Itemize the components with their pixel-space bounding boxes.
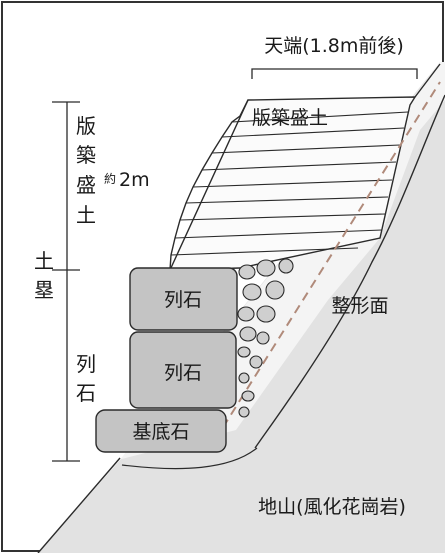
dashed-interface-line [214, 81, 441, 441]
stone-row-char-2: 石 [76, 381, 96, 405]
crest-width-label: 天端(1.8m前後) [264, 35, 404, 57]
earthwork-char-1: 土 [34, 249, 54, 273]
rammed-earth-char-3: 盛 [76, 173, 96, 197]
base-stone-label: 基底石 [132, 421, 189, 443]
height-approx-value: 2m [119, 169, 150, 191]
lower-stone-label: 列石 [164, 362, 202, 384]
earthwork-char-2: 塁 [34, 278, 54, 302]
rammed-earth-char-2: 築 [76, 143, 96, 167]
base-stone [95, 409, 227, 453]
stone-row-vertical-label: 列 石 [76, 352, 96, 405]
earthwork-vertical-label: 土 塁 [34, 249, 54, 302]
crest-width-bracket [251, 68, 418, 79]
rammed-earth-front-face [169, 99, 249, 271]
lower-row-stone [129, 331, 237, 409]
shaped-surface-label: 整形面 [331, 295, 388, 317]
rammed-earth-vertical-label: 版 築 盛 土 [76, 114, 96, 227]
rammed-earth-layers [170, 111, 409, 256]
rammed-earth-horizontal-label: 版築盛土 [252, 107, 328, 129]
bedrock-surface-line [37, 457, 121, 553]
upper-row-stone [129, 267, 238, 331]
rammed-earth-char-4: 土 [76, 203, 96, 227]
pebble-fill [237, 258, 294, 418]
bedrock-label: 地山(風化花崗岩) [258, 496, 406, 518]
height-approx-prefix: 約 [104, 171, 116, 186]
bedrock-base-line [121, 447, 258, 470]
upper-stone-label: 列石 [164, 289, 202, 311]
stone-row-char-1: 列 [76, 352, 96, 376]
shaped-surface-line [254, 94, 445, 449]
ground-surface-line [414, 63, 441, 98]
height-scale-bar [52, 101, 80, 462]
rammed-earth-char-1: 版 [76, 114, 96, 138]
